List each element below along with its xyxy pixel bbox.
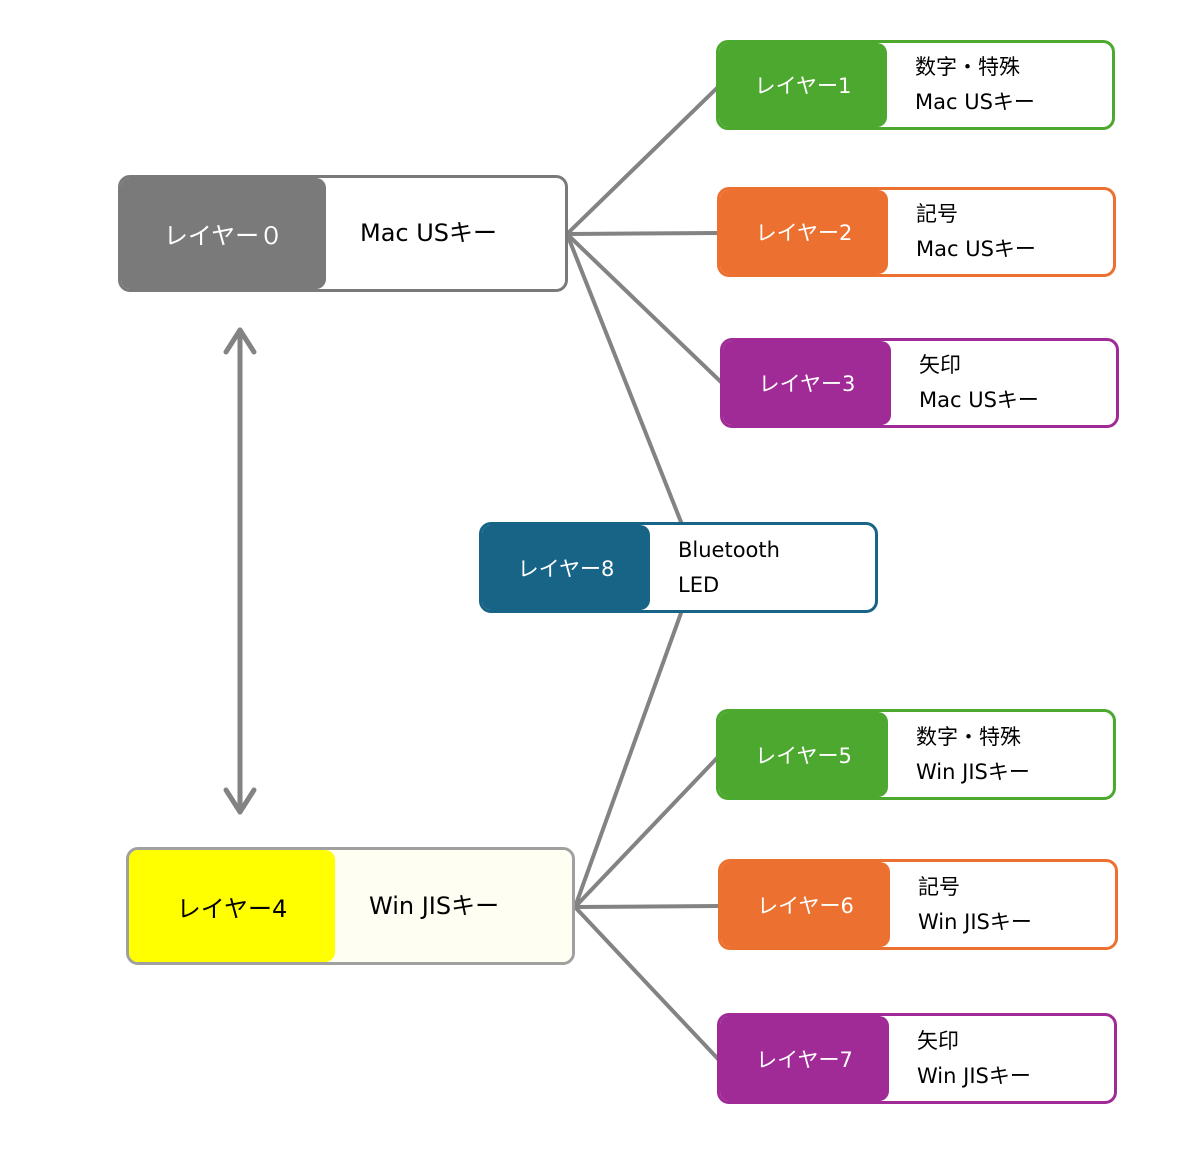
layer-3-label: レイヤー3 <box>723 341 891 425</box>
connector-layer0-layer2 <box>565 231 721 236</box>
connector-layer4-layer7 <box>573 905 721 1062</box>
connector-layer0-layer1 <box>565 85 720 236</box>
layer-3-node: レイヤー3 矢印 Mac USキー <box>720 338 1119 428</box>
layer-3-desc-line2: Mac USキー <box>919 388 1039 412</box>
layer-0-label: レイヤー０ <box>121 178 326 289</box>
layer-7-desc-line1: 矢印 <box>917 1028 959 1053</box>
layer-8-desc-line1: Bluetooth <box>678 537 780 562</box>
connector-layer8-layer4 <box>573 611 683 909</box>
layer-0-desc: Mac USキー <box>360 219 498 247</box>
layer-6-desc-line1: 記号 <box>918 874 960 899</box>
layer-1-node: レイヤー1 数字・特殊 Mac USキー <box>716 40 1115 130</box>
layer-2-desc-line1: 記号 <box>916 202 958 226</box>
layer-4-desc: Win JISキー <box>369 891 500 920</box>
layer-1-desc-line1: 数字・特殊 <box>915 55 1020 79</box>
connector-layer0-layer3 <box>565 232 724 385</box>
layer-5-node: レイヤー5 数字・特殊 Win JISキー <box>716 709 1116 800</box>
layer-7-node: レイヤー7 矢印 Win JISキー <box>717 1013 1117 1104</box>
layer-1-label: レイヤー1 <box>719 43 887 127</box>
connector-layer4-layer5 <box>573 755 720 909</box>
layer-5-desc-line2: Win JISキー <box>916 759 1030 784</box>
layer-7-label: レイヤー7 <box>720 1016 889 1101</box>
layer-8-node: レイヤー8 Bluetooth LED <box>479 522 878 613</box>
switch-arrow <box>223 327 257 815</box>
connector-layer4-layer6 <box>573 904 722 909</box>
layer-5-desc-line1: 数字・特殊 <box>916 724 1021 749</box>
layer-1-desc-line2: Mac USキー <box>915 90 1035 114</box>
layer-8-desc-line2: LED <box>678 572 720 597</box>
layer-6-desc-line2: Win JISキー <box>918 909 1032 934</box>
layer-0-node: レイヤー０ Mac USキー <box>118 175 568 292</box>
layer-6-label: レイヤー6 <box>721 862 890 947</box>
connector-layer0-layer8 <box>565 232 683 524</box>
layer-4-node: レイヤー4 Win JISキー <box>126 847 575 965</box>
layer-7-desc-line2: Win JISキー <box>917 1063 1031 1088</box>
layer-6-node: レイヤー6 記号 Win JISキー <box>718 859 1118 950</box>
layer-4-label: レイヤー4 <box>129 850 335 962</box>
layer-5-label: レイヤー5 <box>719 712 888 797</box>
layer-2-label: レイヤー2 <box>720 190 888 274</box>
layer-2-node: レイヤー2 記号 Mac USキー <box>717 187 1116 277</box>
layer-2-desc-line2: Mac USキー <box>916 237 1036 261</box>
layer-8-label: レイヤー8 <box>482 525 650 610</box>
layer-3-desc-line1: 矢印 <box>919 353 961 377</box>
